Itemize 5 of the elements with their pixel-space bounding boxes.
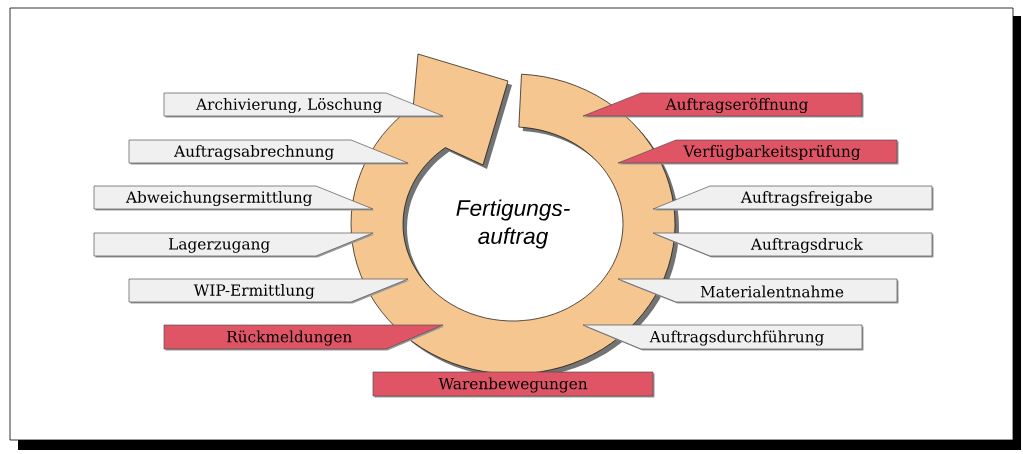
pointer-label: Rückmeldungen <box>163 324 445 351</box>
pointer-label: Auftragsdurchführung <box>582 324 864 351</box>
pointer-label: Lagerzugang <box>93 232 375 258</box>
pointer-label: WIP-Ermittlung <box>128 278 410 304</box>
label-box: Warenbewegungen <box>372 371 655 398</box>
